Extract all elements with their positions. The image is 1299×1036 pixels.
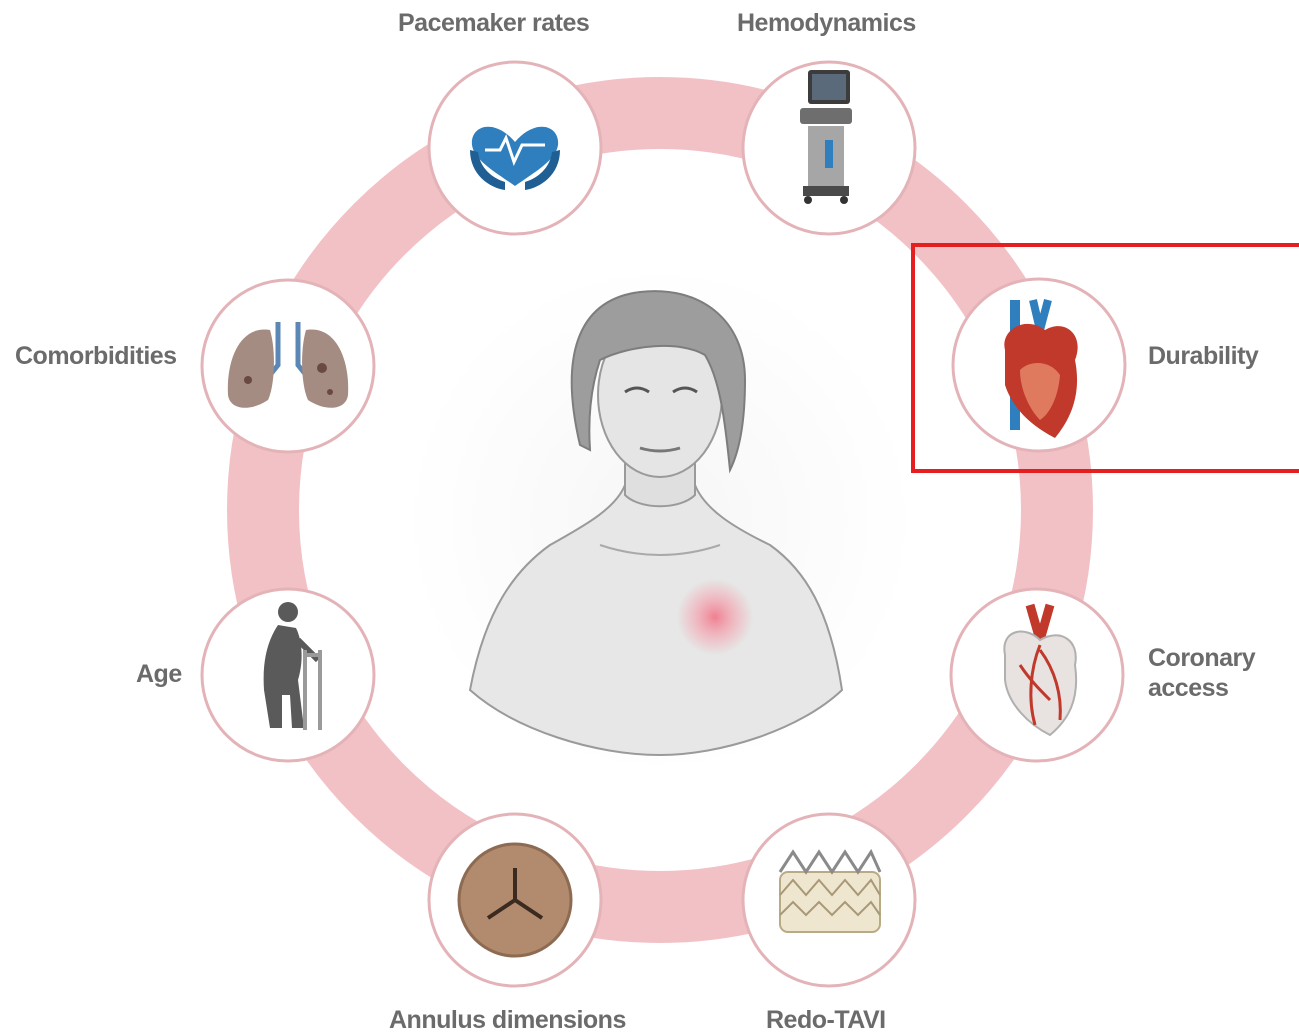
label-comorbidities: Comorbidities xyxy=(15,341,177,371)
node-redo xyxy=(743,814,915,986)
node-coronary xyxy=(951,589,1123,761)
label-annulus-dimensions: Annulus dimensions xyxy=(389,1005,626,1035)
node-annulus xyxy=(429,814,601,986)
durability-highlight-box xyxy=(911,243,1299,473)
label-age: Age xyxy=(136,659,182,689)
node-hemodynamics xyxy=(743,62,915,234)
label-coronary-access: Coronary access xyxy=(1148,643,1288,703)
aortic-valve-icon xyxy=(459,844,571,956)
node-pacemaker xyxy=(429,62,601,234)
label-pacemaker-rates: Pacemaker rates xyxy=(398,8,589,38)
node-age xyxy=(202,589,374,761)
node-comorbidities xyxy=(202,280,374,452)
label-redo-tavi: Redo-TAVI xyxy=(766,1005,886,1035)
label-hemodynamics: Hemodynamics xyxy=(737,8,916,38)
